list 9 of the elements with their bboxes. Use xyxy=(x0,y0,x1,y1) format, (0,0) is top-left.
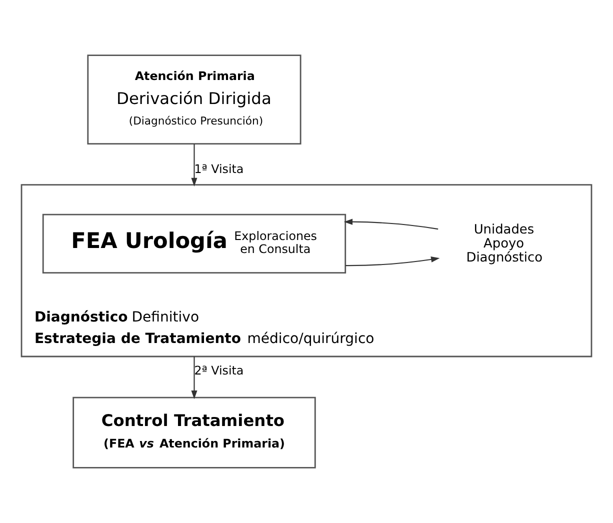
arrow xyxy=(191,144,198,186)
arrow xyxy=(346,256,440,266)
arrow xyxy=(191,356,198,400)
edge-label: 1ª Visita xyxy=(194,162,244,176)
node-text: Unidades Apoyo Diagnóstico xyxy=(466,222,543,266)
arrow xyxy=(344,218,438,230)
node-box: Control Tratamiento (FEA vs Atención Primaria) xyxy=(72,396,316,468)
node-box: Atención Primaria Derivación Dirigida (Diagnóstico Presunción) xyxy=(87,54,302,145)
edge-label: 2ª Visita xyxy=(194,364,244,378)
